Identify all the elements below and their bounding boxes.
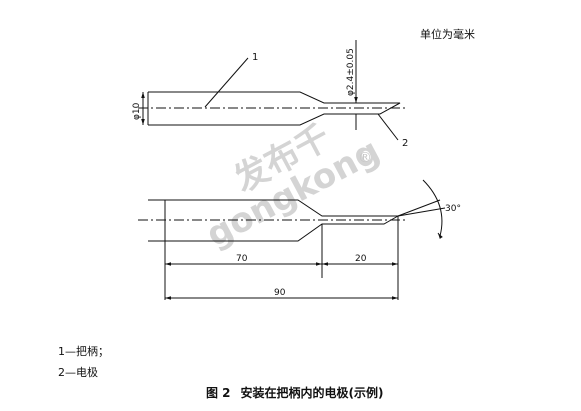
- bottom-view: [138, 179, 446, 300]
- angle-arc: [422, 179, 443, 237]
- label-part1: 1: [252, 52, 258, 63]
- leader-2: [377, 113, 399, 141]
- label-dim-90: 90: [274, 288, 286, 298]
- unit-note: 单位为毫米: [420, 28, 475, 41]
- top-view: [138, 40, 405, 141]
- handle-outline-top-2: [148, 199, 398, 217]
- legend-item-1: 1—把柄；: [58, 345, 109, 358]
- figure-number: 图 2: [206, 386, 231, 400]
- label-dim-70: 70: [236, 254, 248, 264]
- label-dia-handle: φ10: [132, 102, 142, 120]
- handle-outline-top: [148, 91, 380, 104]
- electrode-tip: [379, 102, 401, 115]
- figure-caption: 图 2 安装在把柄内的电极(示例): [206, 384, 384, 401]
- label-part2: 2: [402, 138, 408, 149]
- label-dia-electrode: φ2.4±0.05: [346, 48, 356, 96]
- label-angle: 30°: [445, 204, 461, 214]
- leader-1: [204, 57, 249, 108]
- handle-outline-bottom: [148, 113, 380, 126]
- label-dim-20: 20: [355, 254, 367, 264]
- figure-title: 安装在把柄内的电极(示例): [240, 386, 384, 400]
- legend-item-2: 2—电极: [58, 366, 98, 379]
- watermark-registered: ®: [358, 150, 372, 166]
